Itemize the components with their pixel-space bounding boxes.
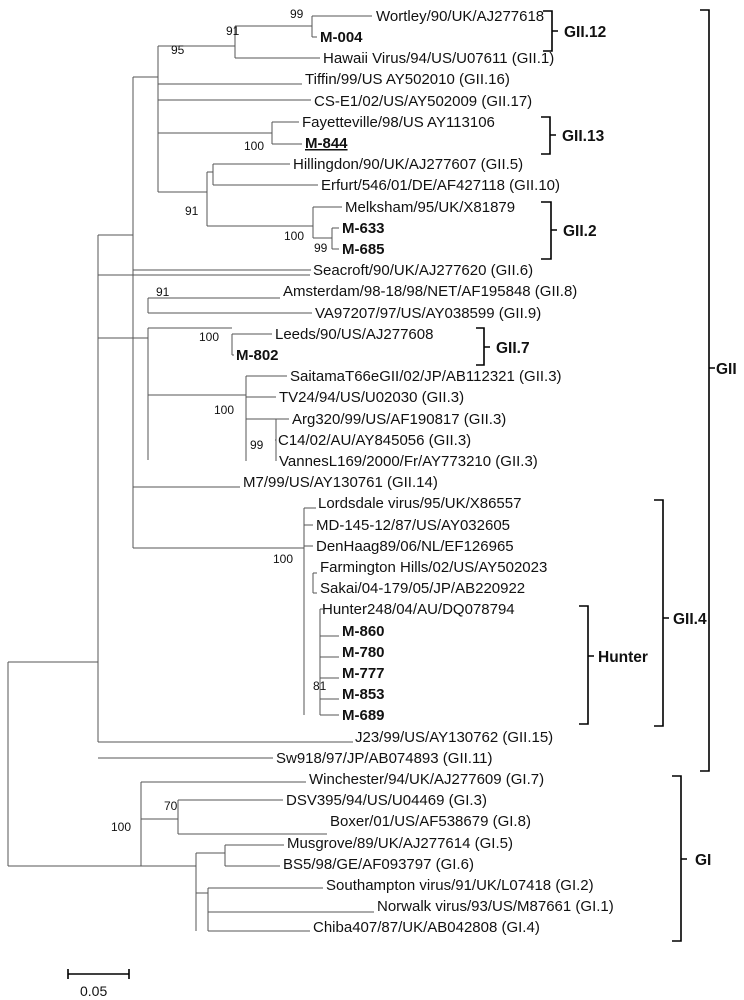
leaf-label: BS5/98/GE/AF093797 (GI.6) [283,856,474,873]
leaf-label: Amsterdam/98-18/98/NET/AF195848 (GII.8) [283,283,577,300]
scale-bar: 0.05 [67,969,130,999]
group-label-gii-4: GII.4 [673,611,707,628]
leaf-label: Musgrove/89/UK/AJ277614 (GI.5) [287,835,513,852]
group-brackets [476,9,715,942]
bracket-gii-4 [654,499,669,727]
leaf-label: Arg320/99/US/AF190817 (GII.3) [292,411,506,428]
leaf-label: Southampton virus/91/UK/L07418 (GI.2) [326,877,594,894]
group-label-gii: GII [716,361,737,378]
tree-branch-lines [7,15,374,932]
bracket-gii-7 [476,327,490,366]
leaf-label: Tiffin/99/US AY502010 (GII.16) [305,71,510,88]
leaf-label: Chiba407/87/UK/AB042808 (GI.4) [313,919,540,936]
bootstrap-value: 100 [111,820,131,834]
group-labels: GII.12 GII.13 GII.2 GII.7 GII.4 Hunter G… [496,24,737,869]
leaf-label: Sw918/97/JP/AB074893 (GII.11) [276,750,493,767]
bootstrap-value: 100 [214,403,234,417]
leaf-label: Erfurt/546/01/DE/AF427118 (GII.10) [321,177,560,194]
leaf-label: M7/99/US/AY130761 (GII.14) [243,474,438,491]
leaf-label: M-860 [342,623,385,640]
leaf-label: SaitamaT66eGII/02/JP/AB112321 (GII.3) [290,368,562,385]
bracket-gii-2 [541,201,557,260]
bootstrap-value: 99 [250,438,264,452]
scale-bar-label: 0.05 [80,983,107,999]
group-label-hunter: Hunter [598,649,648,666]
leaf-label: M-685 [342,241,385,258]
bootstrap-value: 91 [185,204,199,218]
group-label-gii-13: GII.13 [562,128,605,145]
leaf-label: M-802 [236,347,279,364]
leaf-label: J23/99/US/AY130762 (GII.15) [355,729,553,746]
leaf-label: Fayetteville/98/US AY113106 [302,114,495,131]
leaf-labels: Wortley/90/UK/AJ277618 M-004 Hawaii Viru… [236,8,614,936]
tree-branches [7,15,374,932]
leaf-label: VannesL169/2000/Fr/AY773210 (GII.3) [279,453,538,470]
leaf-label: Farmington Hills/02/US/AY502023 [320,559,547,576]
bootstrap-value: 99 [290,7,304,21]
leaf-label: DenHaag89/06/NL/EF126965 [316,538,514,555]
bracket-hunter [579,605,594,725]
leaf-label: Sakai/04-179/05/JP/AB220922 [320,580,525,597]
leaf-label: VA97207/97/US/AY038599 (GII.9) [315,305,541,322]
bootstrap-value: 100 [199,330,219,344]
group-label-gi: GI [695,852,711,869]
leaf-label: Hillingdon/90/UK/AJ277607 (GII.5) [293,156,523,173]
bracket-gi [672,775,687,942]
bootstrap-value: 70 [164,799,178,813]
bootstrap-value: 99 [314,241,328,255]
bootstrap-value: 100 [284,229,304,243]
leaf-label: Hawaii Virus/94/US/U07611 (GII.1) [323,50,554,67]
bootstrap-values: 99 91 95 100 91 100 99 91 100 100 99 100… [111,7,328,834]
leaf-label: M-780 [342,644,385,661]
bootstrap-value: 100 [244,139,264,153]
group-label-gii-2: GII.2 [563,223,597,240]
leaf-label: Leeds/90/US/AJ277608 [275,326,433,343]
leaf-label: Winchester/94/UK/AJ277609 (GI.7) [309,771,544,788]
leaf-label: Wortley/90/UK/AJ277618 [376,8,544,25]
leaf-label: M-633 [342,220,385,237]
leaf-label: DSV395/94/US/U04469 (GI.3) [286,792,487,809]
leaf-label: MD-145-12/87/US/AY032605 [316,517,510,534]
leaf-label: Norwalk virus/93/US/M87661 (GI.1) [377,898,614,915]
bootstrap-value: 100 [273,552,293,566]
leaf-label: M-853 [342,686,385,703]
bracket-gii-12 [543,10,558,52]
group-label-gii-7: GII.7 [496,340,530,357]
leaf-label: C14/02/AU/AY845056 (GII.3) [278,432,471,449]
bootstrap-value: 91 [226,24,240,38]
group-label-gii-12: GII.12 [564,24,606,41]
leaf-label: M-004 [320,29,363,46]
bootstrap-value: 91 [156,285,170,299]
scale-bar-line [67,969,130,979]
leaf-label: Seacroft/90/UK/AJ277620 (GII.6) [313,262,533,279]
leaf-label: Boxer/01/US/AF538679 (GI.8) [330,813,531,830]
bootstrap-value: 95 [171,43,185,57]
leaf-label: M-777 [342,665,385,682]
leaf-label: Melksham/95/UK/X81879 [345,199,515,216]
bootstrap-value: 81 [313,679,327,693]
leaf-label: M-844 [305,135,348,152]
leaf-label: M-689 [342,707,385,724]
leaf-label: Hunter248/04/AU/DQ078794 [322,601,515,618]
leaf-label: TV24/94/US/U02030 (GII.3) [279,389,464,406]
leaf-label: Lordsdale virus/95/UK/X86557 [318,495,521,512]
bracket-gii-13 [541,116,556,155]
bracket-gii [700,9,715,772]
leaf-label: CS-E1/02/US/AY502009 (GII.17) [314,93,532,110]
